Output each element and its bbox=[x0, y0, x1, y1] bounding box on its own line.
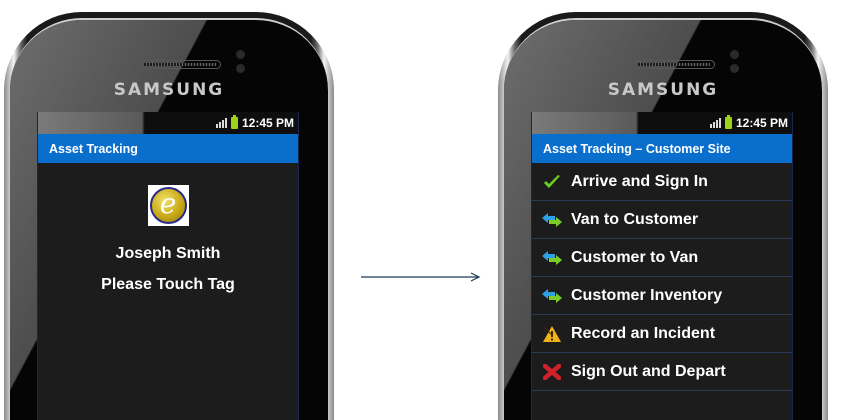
menu-item-sign-out-depart[interactable]: Sign Out and Depart bbox=[532, 353, 792, 391]
tag-login-panel: e Joseph Smith Please Touch Tag bbox=[38, 163, 298, 300]
speaker-grille bbox=[633, 60, 715, 69]
phone-right: SAMSUNG 12:45 PM Asset Tracking – Custom… bbox=[498, 12, 828, 420]
signal-icon bbox=[215, 118, 227, 128]
checkmark-icon bbox=[541, 173, 563, 191]
red-x-icon bbox=[541, 363, 563, 381]
user-name: Joseph Smith bbox=[115, 245, 221, 262]
proximity-sensor bbox=[730, 64, 739, 73]
speaker-grille bbox=[139, 60, 221, 69]
menu-item-label: Arrive and Sign In bbox=[571, 172, 708, 190]
menu-item-customer-inventory[interactable]: Customer Inventory bbox=[532, 277, 792, 315]
status-bar: 12:45 PM bbox=[532, 112, 792, 134]
signal-icon bbox=[709, 118, 721, 128]
status-time: 12:45 PM bbox=[241, 116, 294, 130]
warning-icon bbox=[541, 325, 563, 343]
proximity-sensor bbox=[236, 64, 245, 73]
menu-item-label: Customer Inventory bbox=[571, 286, 723, 304]
right-arrow-icon bbox=[361, 272, 481, 282]
menu-item-label: Sign Out and Depart bbox=[571, 362, 726, 380]
transfer-arrows-icon bbox=[541, 211, 563, 229]
e-logo-icon: e bbox=[147, 185, 189, 226]
front-camera bbox=[730, 50, 739, 59]
action-menu: Arrive and Sign In Van to Customer Custo… bbox=[532, 163, 792, 391]
transfer-arrows-icon bbox=[541, 287, 563, 305]
battery-icon bbox=[230, 115, 238, 129]
front-camera bbox=[236, 50, 245, 59]
brand-logo: SAMSUNG bbox=[607, 80, 719, 100]
menu-item-record-incident[interactable]: Record an Incident bbox=[532, 315, 792, 353]
menu-item-van-to-customer[interactable]: Van to Customer bbox=[532, 201, 792, 239]
status-bar: 12:45 PM bbox=[38, 112, 298, 134]
phone-left: SAMSUNG 12:45 PM Asset Tracking e Joseph… bbox=[4, 12, 334, 420]
app-title: Asset Tracking bbox=[49, 141, 138, 156]
phone-bezel: SAMSUNG 12:45 PM Asset Tracking – Custom… bbox=[504, 18, 822, 420]
touch-tag-prompt: Please Touch Tag bbox=[101, 276, 235, 293]
brand-logo: SAMSUNG bbox=[113, 80, 225, 100]
transfer-arrows-icon bbox=[541, 249, 563, 267]
menu-item-label: Van to Customer bbox=[571, 210, 699, 228]
status-time: 12:45 PM bbox=[735, 116, 788, 130]
app-title: Asset Tracking – Customer Site bbox=[543, 141, 731, 156]
app-title-bar: Asset Tracking – Customer Site bbox=[532, 134, 792, 163]
screen: 12:45 PM Asset Tracking e Joseph Smith P… bbox=[37, 112, 299, 420]
menu-item-label: Customer to Van bbox=[571, 248, 699, 266]
app-title-bar: Asset Tracking bbox=[38, 134, 298, 163]
menu-item-arrive-sign-in[interactable]: Arrive and Sign In bbox=[532, 163, 792, 201]
battery-icon bbox=[724, 115, 732, 129]
menu-item-customer-to-van[interactable]: Customer to Van bbox=[532, 239, 792, 277]
phone-bezel: SAMSUNG 12:45 PM Asset Tracking e Joseph… bbox=[10, 18, 328, 420]
menu-item-label: Record an Incident bbox=[571, 324, 716, 342]
screen: 12:45 PM Asset Tracking – Customer Site … bbox=[531, 112, 793, 420]
